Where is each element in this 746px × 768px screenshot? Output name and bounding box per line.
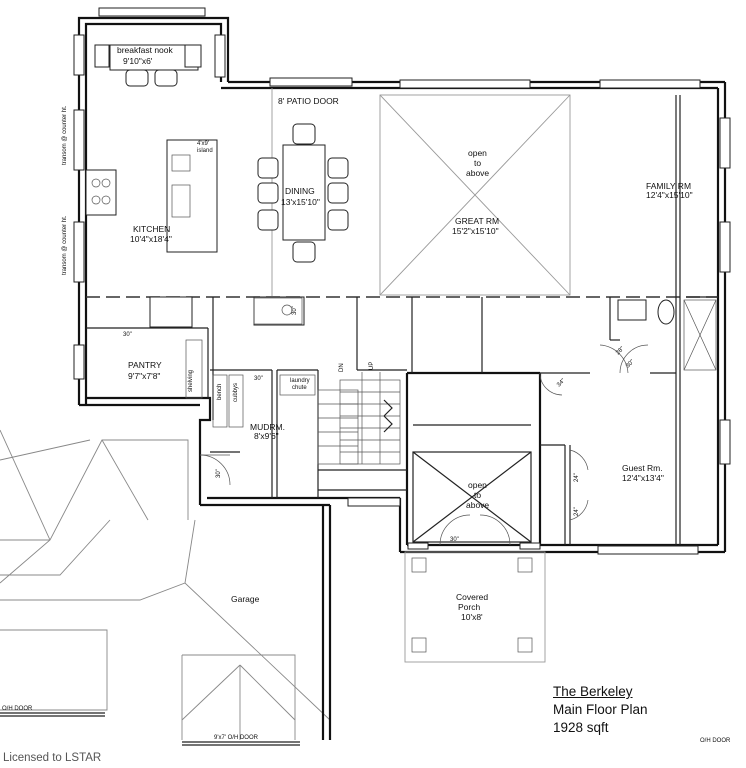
mudrm-name: MUDRM. xyxy=(250,422,285,432)
dim-28: 28" xyxy=(615,346,625,356)
porch-name: Covered xyxy=(456,592,488,602)
patio-door-label: 8' PATIO DOOR xyxy=(278,96,339,106)
oh-door-left-label: O/H DOOR xyxy=(2,706,33,712)
interior-walls xyxy=(86,88,718,545)
open-above-2-line3: above xyxy=(466,500,489,510)
great-rm-window xyxy=(399,79,531,89)
bench-label: bench xyxy=(217,384,223,400)
guest-rm-dims: 12'4"x13'4" xyxy=(622,473,664,483)
room-labels: breakfast nook 9'10"x6' 4'x9' island KIT… xyxy=(117,45,693,622)
kitchen-dims: 10'4"x18'4" xyxy=(130,234,172,244)
cubbys-label: cubbys xyxy=(233,383,239,402)
island-line2: island xyxy=(197,148,213,154)
dim-30-a: 30" xyxy=(123,332,132,338)
family-window-2 xyxy=(719,221,731,273)
pantry-window xyxy=(73,344,85,380)
great-rm-name: GREAT RM xyxy=(455,216,499,226)
dining-dims: 13'x15'10" xyxy=(281,197,320,207)
plan-name: The Berkeley xyxy=(553,684,633,699)
island-line1: 4'x9' xyxy=(197,141,209,147)
dim-24-b: 24" xyxy=(574,507,580,516)
family-rm-dims: 12'4"x15'10" xyxy=(646,190,693,200)
dining-table xyxy=(282,144,326,241)
dim-30-d: 30" xyxy=(292,306,298,315)
entry-window xyxy=(347,497,401,507)
island xyxy=(166,139,218,253)
nook-dims: 9'10"x6' xyxy=(123,56,153,66)
plan-subtitle: Main Floor Plan xyxy=(553,702,648,717)
dim-24-a: 24" xyxy=(574,473,580,482)
family-rm-window xyxy=(599,79,701,89)
dim-30-b: 30" xyxy=(254,376,263,382)
mudrm-dims: 8'x9'6" xyxy=(254,431,279,441)
garage-roof-outline xyxy=(0,429,331,740)
oh-door-right-label: O/H DOOR xyxy=(700,738,731,744)
family-window-1 xyxy=(719,117,731,169)
pantry-dims: 9'7"x7'8" xyxy=(128,371,160,381)
stair-dn-label: DN xyxy=(339,363,345,372)
kitchen-name: KITCHEN xyxy=(133,224,170,234)
oh-door-center-label: 9'x7' O/H DOOR xyxy=(214,735,259,741)
garage-name: Garage xyxy=(231,594,260,604)
windows xyxy=(73,7,731,555)
nook-name: breakfast nook xyxy=(117,45,174,55)
plan-size: 1928 sqft xyxy=(553,720,609,735)
laundry-label: laundry xyxy=(290,378,310,384)
patio-door xyxy=(269,77,353,87)
nook-window xyxy=(98,7,206,17)
open-above-1-line3: above xyxy=(466,168,489,178)
open-above-2-line2: to xyxy=(474,490,481,500)
guest-rm-name: Guest Rm. xyxy=(622,463,663,473)
dim-34: 34" xyxy=(556,378,566,388)
nook-left-window xyxy=(73,34,85,76)
shelving-label: shelving xyxy=(188,370,194,392)
transom-label-2: transom @ counter ht. xyxy=(62,215,68,275)
furniture xyxy=(85,44,675,325)
dim-30-f: 30" xyxy=(450,537,459,543)
dim-30-e: 30" xyxy=(625,359,635,369)
chute-label: chute xyxy=(292,385,307,391)
covered-porch xyxy=(404,551,546,663)
dining-name: DINING xyxy=(285,186,315,196)
kitchen-window-1 xyxy=(73,109,85,171)
transom-label-1: transom @ counter ht. xyxy=(62,105,68,165)
guest-bottom-window xyxy=(597,545,699,555)
kitchen-window-2 xyxy=(73,221,85,283)
stair-up-label: UP xyxy=(369,362,375,370)
porch-window-r xyxy=(519,542,541,550)
nook-right-window xyxy=(214,34,226,78)
dim-30-c: 30" xyxy=(216,469,222,478)
open-above-1-line2: to xyxy=(474,158,481,168)
open-above-2-line1: open xyxy=(468,480,487,490)
staircase xyxy=(317,372,401,465)
door-swings xyxy=(199,344,649,546)
pantry-name: PANTRY xyxy=(128,360,162,370)
family-rm-name: FAMILY RM xyxy=(646,181,691,191)
range xyxy=(85,169,117,216)
porch-name-2: Porch xyxy=(458,602,480,612)
open-above-1-line1: open xyxy=(468,148,487,158)
great-rm-dims: 15'2"x15'10" xyxy=(452,226,499,236)
guest-window xyxy=(719,419,731,465)
porch-dims: 10'x8' xyxy=(461,612,483,622)
exterior-walls xyxy=(77,16,727,740)
license-watermark: Licensed to LSTAR xyxy=(3,752,102,764)
annotations: 8' PATIO DOOR transom @ counter ht. tran… xyxy=(2,96,731,744)
nook-table xyxy=(109,44,199,71)
porch-window-l xyxy=(407,542,429,550)
garage-doors xyxy=(0,712,300,746)
